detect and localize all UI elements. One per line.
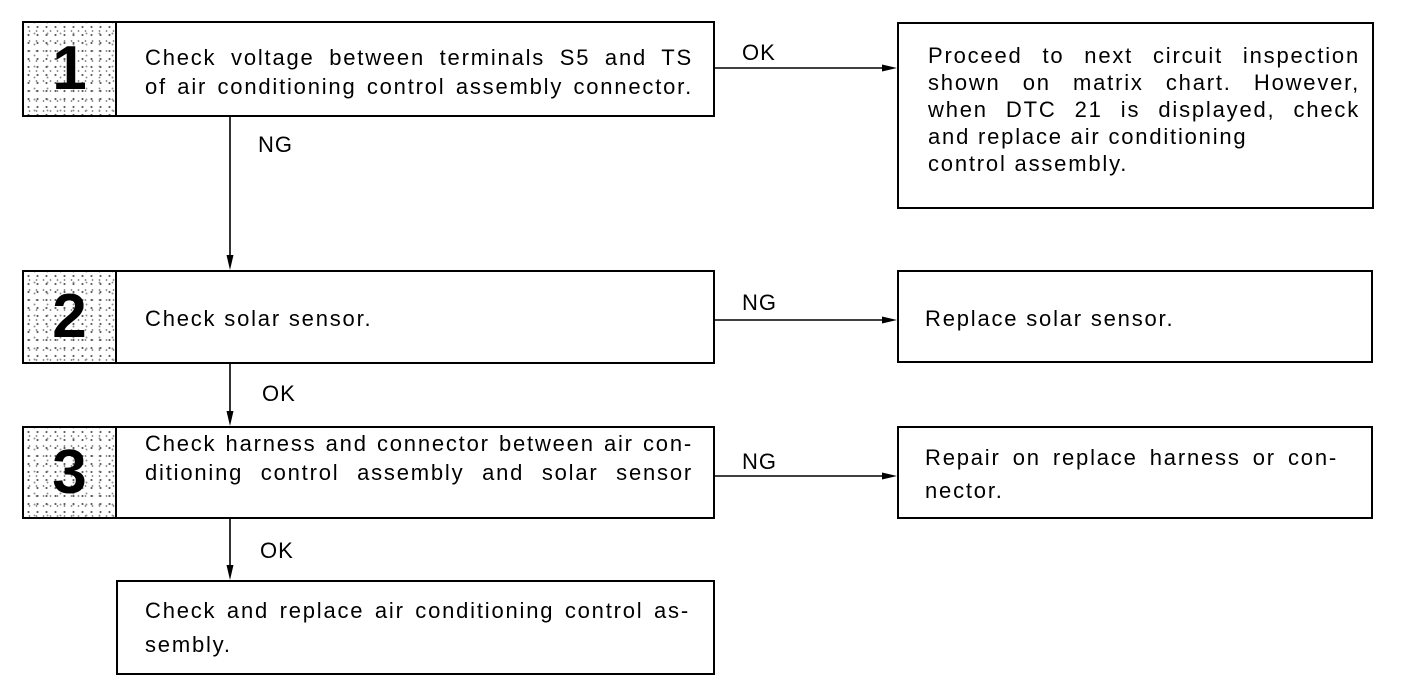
outcome-1-text-line: when DTC 21 is displayed, check bbox=[928, 97, 1360, 122]
step-2-text-line: Check solar sensor. bbox=[145, 306, 373, 331]
step-3-text-line: ditioning control assembly and solar sen… bbox=[145, 460, 693, 485]
step-2-down-arrowhead bbox=[226, 411, 234, 426]
step-3-box: 3 Check harness and connector between ai… bbox=[22, 426, 715, 519]
final-action-box: Check and replace air conditioning contr… bbox=[116, 580, 715, 675]
outcome-2-text: Replace solar sensor. bbox=[925, 304, 1345, 333]
outcome-1-text-line: and replace air conditioning bbox=[928, 124, 1248, 149]
step-2-box: 2 Check solar sensor. bbox=[22, 270, 715, 364]
step-1-right-branch-label: OK bbox=[742, 40, 776, 65]
final-action-text: Check and replace air conditioning contr… bbox=[145, 594, 690, 662]
step-1-text-line: of air conditioning control assembly con… bbox=[145, 74, 693, 99]
step-1-box: 1 Check voltage between terminals S5 and… bbox=[22, 21, 715, 117]
final-action-text-line: sembly. bbox=[145, 632, 232, 657]
outcome-1-text: Proceed to next circuit inspection shown… bbox=[928, 42, 1360, 177]
outcome-1-box: Proceed to next circuit inspection shown… bbox=[897, 22, 1374, 209]
step-1-down-arrowhead bbox=[226, 255, 234, 270]
outcome-3-box: Repair on replace harness or con- nector… bbox=[897, 426, 1373, 519]
step-2-right-branch-label: NG bbox=[742, 290, 777, 315]
step-3-text-line: Check harness and connector between air … bbox=[145, 431, 693, 456]
outcome-3-text-line: Repair on replace harness or con- bbox=[925, 445, 1338, 470]
final-action-text-line: Check and replace air conditioning contr… bbox=[145, 598, 690, 623]
step-1-right-arrowhead bbox=[882, 64, 897, 72]
outcome-3-text: Repair on replace harness or con- nector… bbox=[925, 441, 1338, 507]
step-1-text: Check voltage between terminals S5 and T… bbox=[145, 43, 693, 101]
step-2-text: Check solar sensor. bbox=[145, 304, 693, 333]
outcome-1-text-line: shown on matrix chart. However, bbox=[928, 70, 1360, 95]
step-3-number: 3 bbox=[52, 437, 87, 507]
step-2-down-branch-label: OK bbox=[262, 381, 296, 406]
outcome-1-text-line: Proceed to next circuit inspection bbox=[928, 43, 1360, 68]
step-3-number-cell: 3 bbox=[24, 428, 117, 517]
step-2-number: 2 bbox=[52, 282, 87, 351]
step-1-number: 1 bbox=[52, 34, 87, 103]
outcome-1-text-line: control assembly. bbox=[928, 151, 1129, 176]
step-3-down-branch-label: OK bbox=[260, 538, 294, 563]
step-1-down-branch-label: NG bbox=[258, 132, 293, 157]
step-1-text-line: Check voltage between terminals S5 and T… bbox=[145, 45, 693, 70]
step-3-down-arrowhead bbox=[226, 565, 234, 580]
step-2-right-arrowhead bbox=[882, 316, 897, 324]
step-1-number-cell: 1 bbox=[24, 23, 117, 115]
step-3-right-arrowhead bbox=[882, 472, 897, 480]
step-3-right-branch-label: NG bbox=[742, 449, 777, 474]
outcome-3-text-line: nector. bbox=[925, 478, 1004, 503]
outcome-2-text-line: Replace solar sensor. bbox=[925, 306, 1175, 331]
outcome-2-box: Replace solar sensor. bbox=[897, 270, 1373, 363]
step-2-number-cell: 2 bbox=[24, 272, 117, 362]
step-3-text: Check harness and connector between air … bbox=[145, 429, 693, 487]
